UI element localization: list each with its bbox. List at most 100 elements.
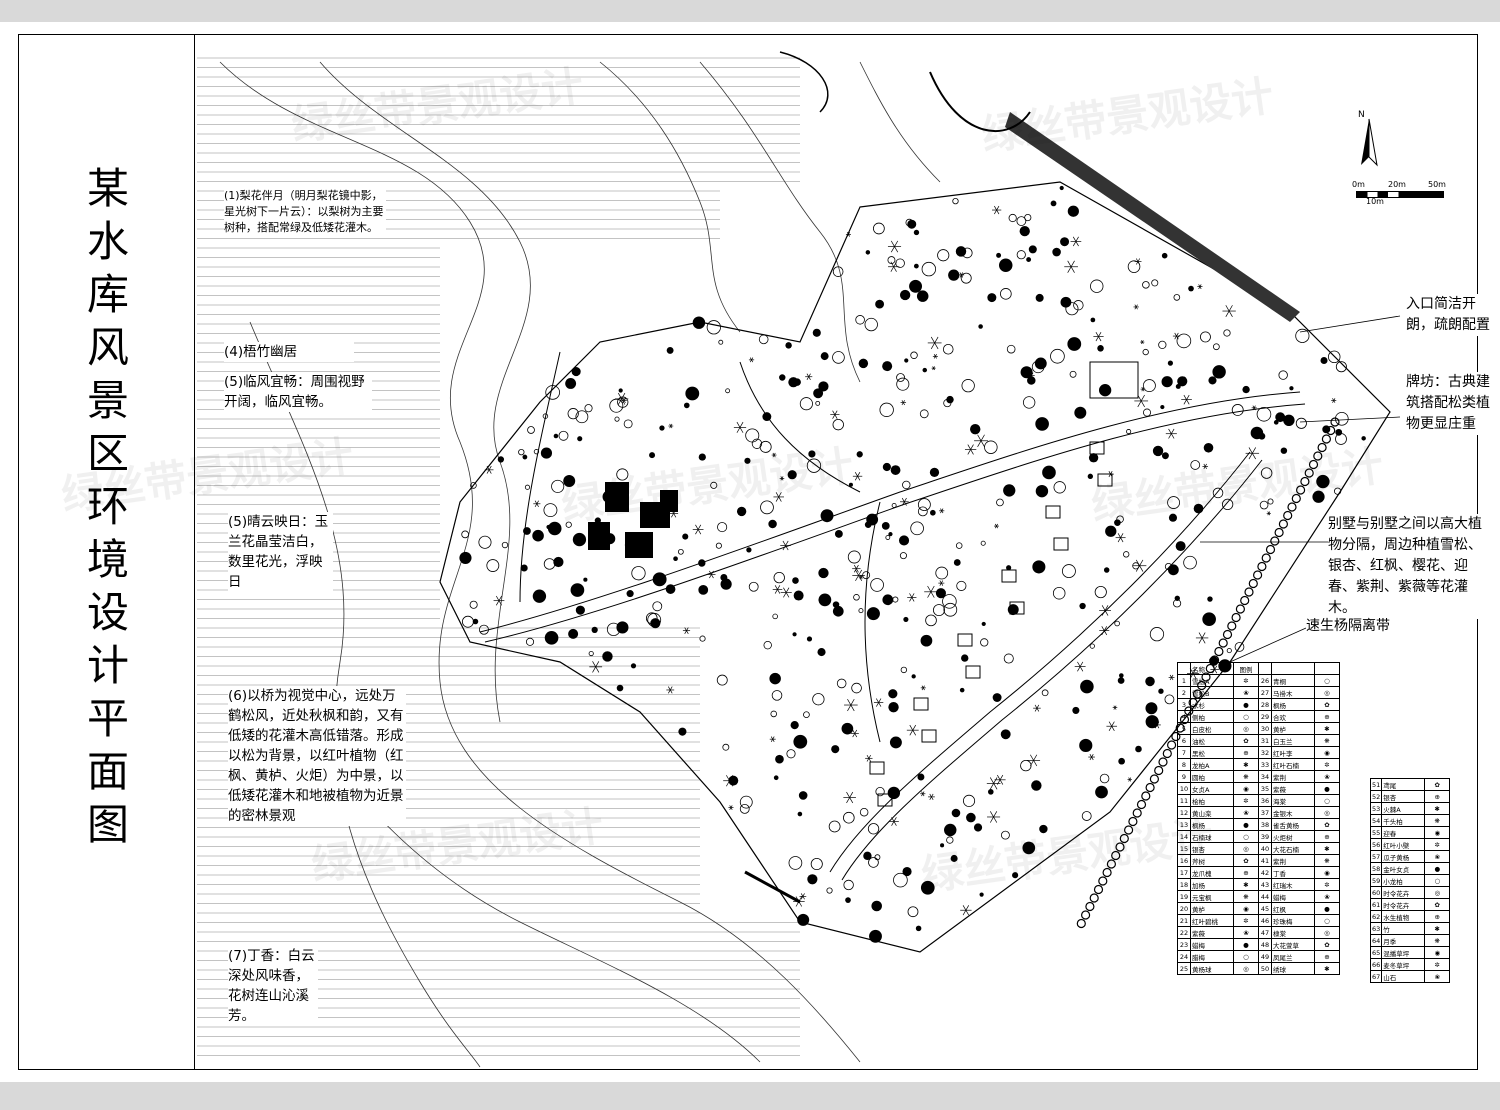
tree-symbol <box>1259 500 1269 510</box>
contour-hatch-lines <box>197 57 800 1056</box>
tree-symbol <box>933 604 945 617</box>
tree-symbol <box>1053 481 1066 494</box>
legend-number: 27 <box>1258 686 1272 699</box>
tree-symbol <box>818 381 829 392</box>
tree-symbol <box>1069 370 1077 378</box>
legend-symbol-icon: ◉ <box>1314 866 1340 879</box>
tree-symbol <box>870 578 884 592</box>
tree-symbol <box>744 457 751 464</box>
poplar-tree <box>1162 748 1172 759</box>
tree-symbol <box>780 540 791 551</box>
legend-plant-name: 红枫 <box>1271 902 1315 915</box>
villa <box>913 697 929 711</box>
poplar-tree <box>1145 782 1155 793</box>
scale-tick-50: 50m <box>1428 180 1446 189</box>
tree-symbol <box>588 650 594 657</box>
poplar-tree <box>1270 536 1280 546</box>
tree-symbol <box>532 529 544 542</box>
tree-symbol <box>925 614 937 627</box>
tree-symbol <box>1060 296 1072 308</box>
legend-symbol-icon: ❋ <box>1424 934 1451 947</box>
legend-plant-name: 紫荆 <box>1271 854 1315 867</box>
tree-symbol <box>852 471 863 481</box>
tree-symbol <box>900 666 908 674</box>
tree-symbol <box>1027 754 1041 767</box>
tree-symbol <box>1234 642 1245 652</box>
tree-symbol <box>706 320 721 335</box>
legend-number: 37 <box>1258 806 1272 819</box>
tree-symbol <box>1142 348 1149 356</box>
tree-symbol <box>723 775 736 787</box>
legend-plant-name: 水杉 <box>1190 698 1234 711</box>
tree-symbol <box>922 367 928 373</box>
tree-symbol <box>553 556 564 568</box>
tree-symbol <box>1072 706 1080 714</box>
legend-symbol-icon: ✿ <box>1314 698 1340 711</box>
tree-symbol <box>606 622 621 637</box>
tree-symbol <box>948 269 960 281</box>
tree-symbol <box>1161 452 1169 460</box>
tree-symbol <box>524 484 531 490</box>
tree-symbol <box>1080 679 1094 694</box>
tree-symbol <box>944 823 957 837</box>
tree-symbol <box>785 342 792 349</box>
tree-symbol <box>805 373 813 380</box>
legend-plant-name: 山石 <box>1381 970 1426 983</box>
tree-symbol <box>1275 412 1286 423</box>
tree-symbol <box>618 388 623 393</box>
poplar-tree <box>1149 774 1160 784</box>
tree-symbol <box>1003 484 1016 497</box>
legend-symbol-icon: ○ <box>1314 674 1340 687</box>
tree-symbol <box>551 479 565 493</box>
tree-symbol <box>836 678 847 689</box>
legend-number: 43 <box>1258 878 1272 891</box>
poplar-tree <box>1098 876 1108 886</box>
tree-symbol <box>668 423 674 429</box>
poplar-tree <box>1274 527 1284 538</box>
title-column <box>18 34 195 1070</box>
poplar-tree <box>1326 425 1336 436</box>
legend-plant-name: 枫杨 <box>1190 818 1234 831</box>
legend-number: 8 <box>1177 758 1191 771</box>
legend-number: 32 <box>1258 746 1272 759</box>
tree-symbol <box>1067 205 1079 217</box>
tree-symbol <box>533 449 540 455</box>
tree-symbol <box>810 857 823 871</box>
legend-number: 67 <box>1369 970 1383 983</box>
legend-symbol-icon: ● <box>1233 818 1259 831</box>
tree-symbol <box>1035 417 1049 431</box>
tree-symbol <box>864 317 878 332</box>
tree-symbol <box>830 410 840 419</box>
tree-symbol <box>1105 525 1117 537</box>
note-4: (4)梧竹幽居 <box>224 342 354 362</box>
poplar-tree <box>1231 612 1241 623</box>
tree-symbol <box>961 654 969 662</box>
legend-number: 22 <box>1177 926 1191 939</box>
legend-plant-name: 元宝枫 <box>1190 890 1234 903</box>
tree-symbol <box>899 289 911 301</box>
tree-symbol <box>1142 408 1152 417</box>
legend-symbol-icon: ✱ <box>1233 758 1259 771</box>
tree-symbol <box>1039 824 1048 834</box>
tree-symbol <box>1145 676 1155 687</box>
callout-archway: 牌坊：古典建筑搭配松类植物更显庄重 <box>1406 372 1490 435</box>
legend-symbol-icon: ◉ <box>1424 826 1451 839</box>
legend-symbol-icon: ◎ <box>1233 842 1259 855</box>
legend-plant-name: 水生植物 <box>1381 910 1426 923</box>
legend-symbol-icon: ❋ <box>1233 770 1259 783</box>
poplar-tree <box>1227 621 1237 631</box>
road <box>864 501 881 743</box>
tree-symbol <box>893 872 908 888</box>
dam-embankment <box>1005 112 1300 322</box>
tree-symbol <box>1106 721 1118 731</box>
callout-poplar: 速生杨隔离带 <box>1306 616 1406 637</box>
poplar-tree <box>1089 893 1099 903</box>
